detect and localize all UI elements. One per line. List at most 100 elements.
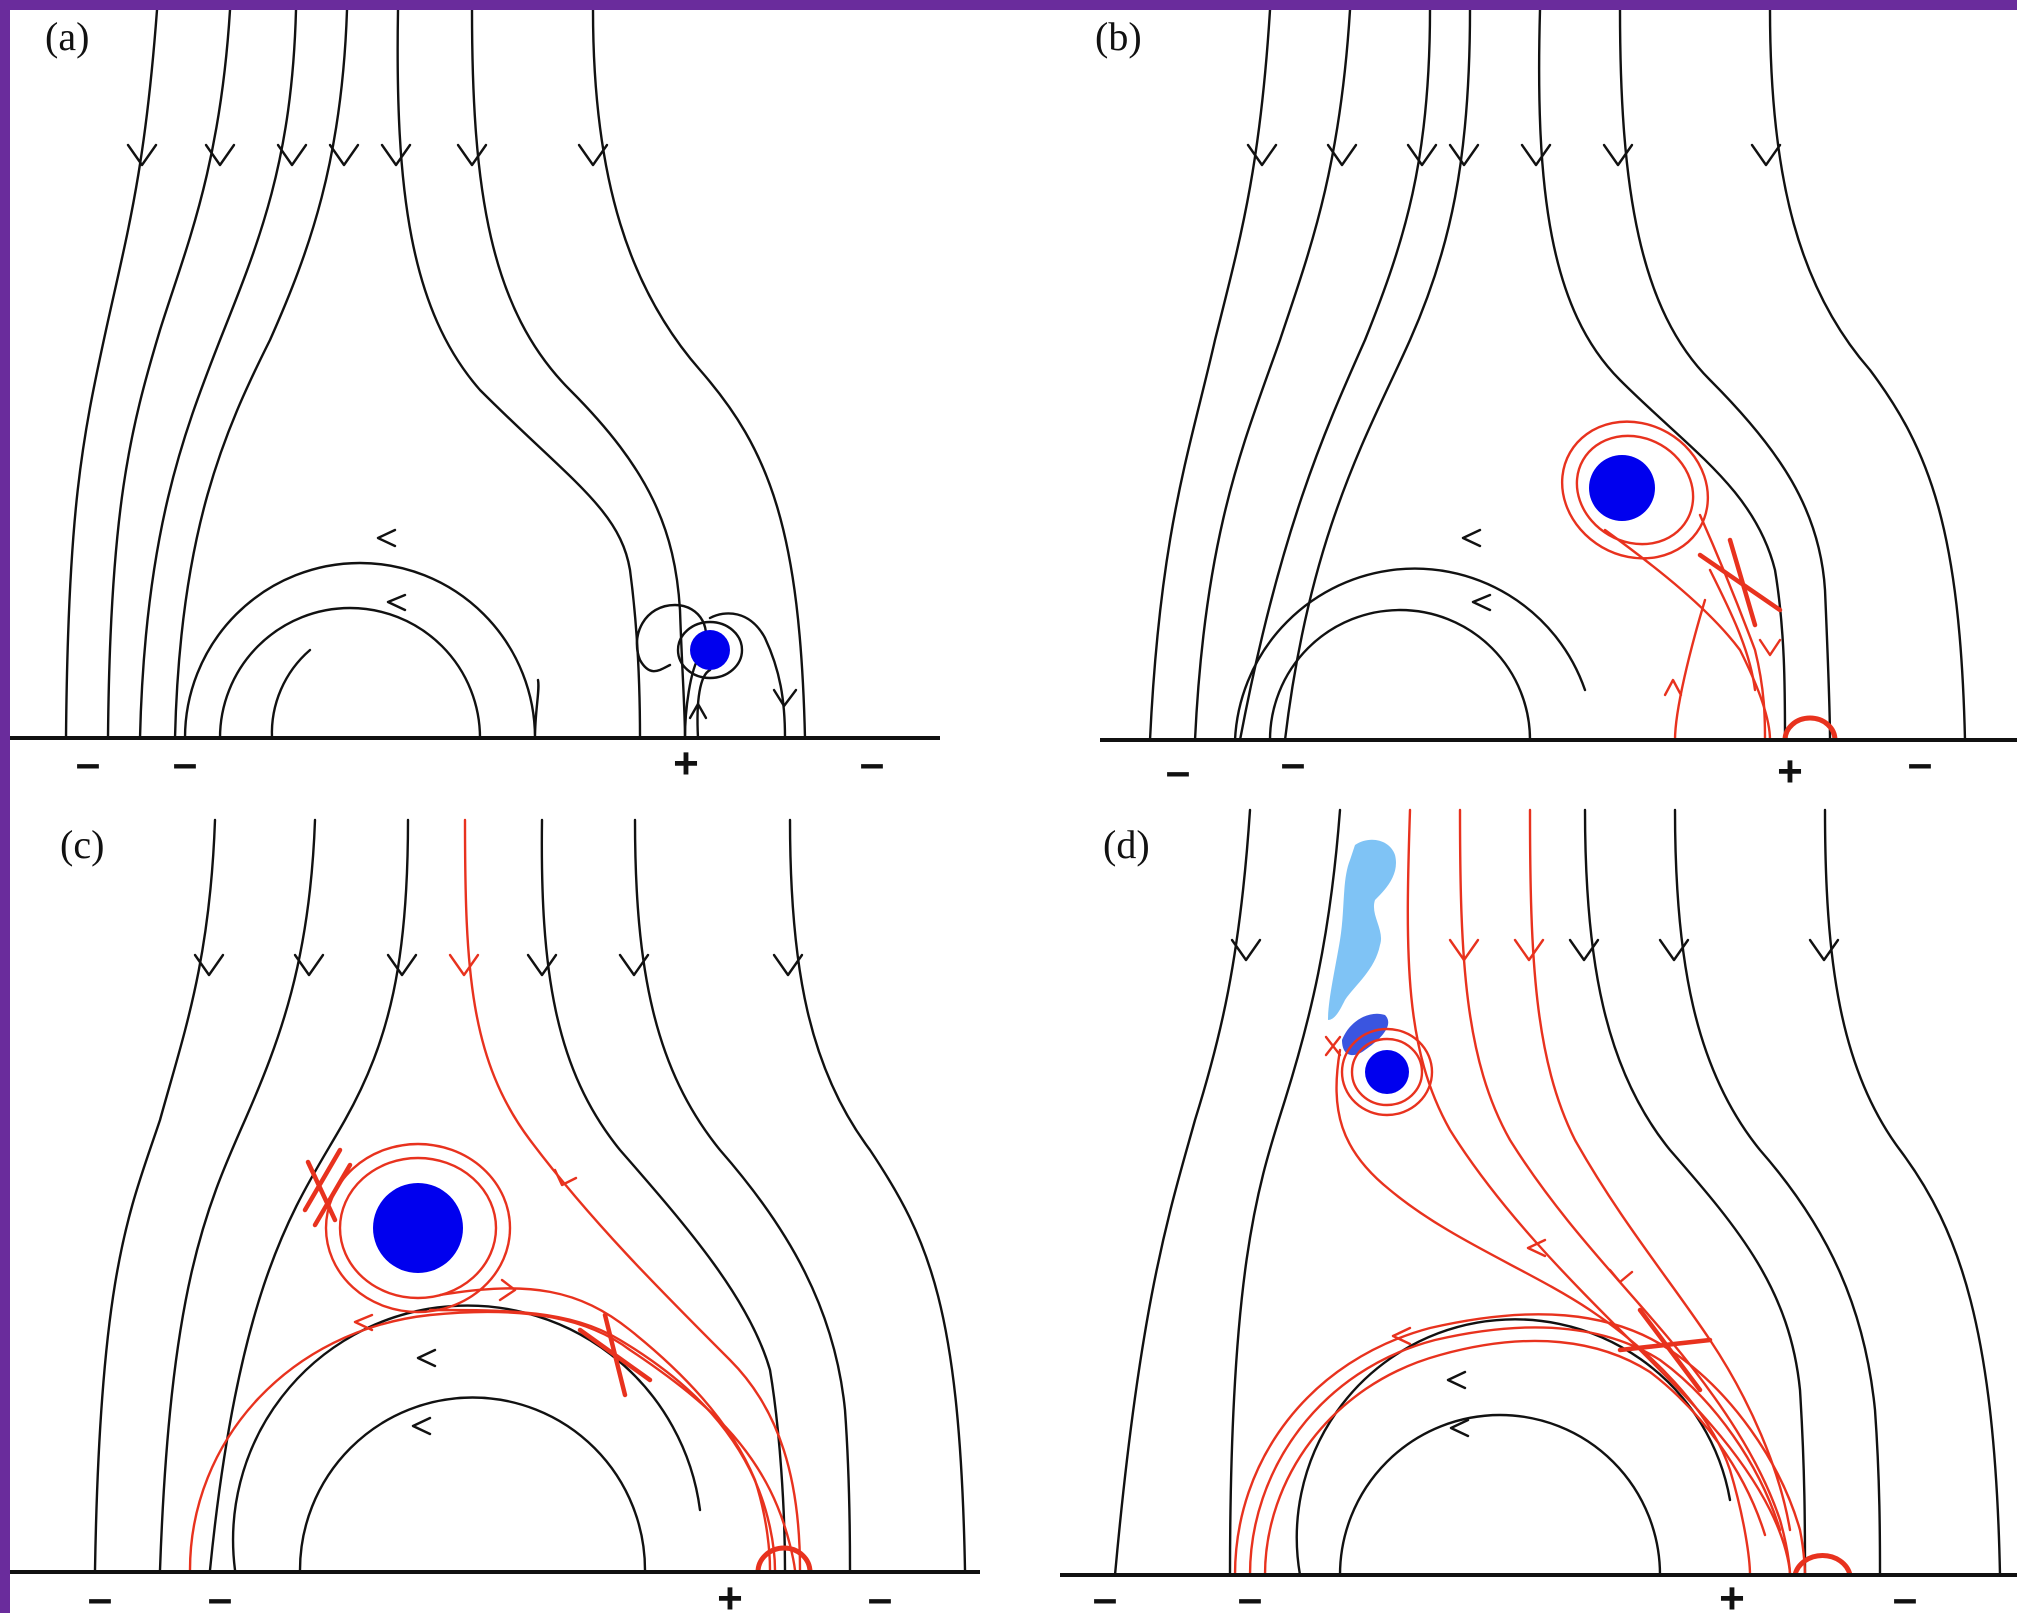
arrow-icon (1520, 143, 1552, 167)
field-line (708, 612, 787, 740)
field-line (173, 10, 349, 740)
reconnected-line (1248, 1326, 1782, 1577)
polarity-sign: + (673, 739, 699, 788)
field-line (138, 10, 298, 740)
flux-rope-loop (324, 1142, 512, 1314)
arrow-icon (1449, 1418, 1470, 1438)
field-line (1537, 10, 1787, 742)
arrow-icon (1471, 593, 1492, 612)
arrow-icon (1448, 143, 1480, 167)
arrow-icon (618, 953, 650, 977)
field-line (470, 10, 687, 740)
polarity-sign: – (1093, 1574, 1117, 1613)
arrow-icon (772, 953, 804, 977)
arrow-icon (1526, 1238, 1547, 1258)
arrow-icon (577, 143, 609, 167)
panel-c-label: (c) (60, 822, 104, 867)
closed-loop (218, 606, 482, 740)
closed-loop (298, 1396, 647, 1572)
field-line (1148, 10, 1272, 742)
flux-rope-loop (1560, 420, 1710, 560)
field-line (591, 10, 807, 740)
panel-d-label: (d) (1103, 822, 1150, 867)
footpoint-arc (1792, 1553, 1853, 1576)
x-point-icon (1324, 1035, 1342, 1057)
arrow-icon (1461, 528, 1482, 548)
figure-canvas: (a) – – + – (10, 10, 2017, 1613)
reconnected-line (1528, 808, 1792, 1532)
polarity-sign: + (1777, 747, 1803, 796)
reconnected-line (1708, 568, 1757, 692)
reconnected-line (1603, 528, 1772, 742)
arrow-icon (1230, 938, 1262, 962)
field-line (93, 818, 217, 1572)
arrow-icon (448, 953, 480, 977)
polarity-sign: – (1238, 1574, 1262, 1613)
flux-rope-loop (1575, 434, 1695, 546)
polarity-sign: – (868, 1574, 892, 1613)
arrow-icon (1391, 1326, 1412, 1346)
panel-a-label: (a) (45, 14, 89, 59)
field-line (1238, 10, 1432, 742)
arrow-icon (353, 1313, 374, 1332)
arrow-icon (1808, 938, 1840, 962)
arrow-icon (1658, 938, 1690, 962)
field-line (106, 10, 232, 740)
field-line (696, 668, 712, 740)
reconnected-line (1263, 1339, 1767, 1577)
arrow-icon (526, 953, 558, 977)
panel-c: (c) – – + – (10, 818, 980, 1613)
polarity-sign: – (76, 739, 100, 788)
panel-b-label: (b) (1095, 14, 1142, 59)
arrow-icon (1758, 638, 1782, 657)
polarity-sign: – (1908, 739, 1932, 788)
field-line (633, 818, 852, 1572)
polarity-sign: + (1719, 1574, 1745, 1613)
reconnected-line (438, 1287, 772, 1572)
field-line (1193, 10, 1352, 742)
closed-loop (1338, 1413, 1662, 1577)
closed-loop (270, 648, 312, 740)
magnetic-field-diagram: (a) – – + – (10, 10, 2017, 1613)
polarity-sign: + (717, 1574, 743, 1613)
arrow-icon (386, 953, 418, 977)
panel-a: (a) – – + – (10, 10, 940, 788)
polarity-sign: – (1281, 739, 1305, 788)
polarity-sign: – (208, 1574, 232, 1613)
arrow-icon (293, 953, 325, 977)
arrow-icon (1750, 143, 1782, 167)
flux-rope-loop (1340, 1027, 1434, 1117)
arrow-icon (688, 702, 708, 720)
footpoint-arc (755, 1545, 813, 1573)
x-point-icon (1617, 1307, 1713, 1393)
arrow-icon (1568, 938, 1600, 962)
field-line (540, 818, 787, 1572)
flux-rope-core (690, 630, 730, 670)
closed-loop (183, 561, 540, 740)
field-line (1768, 10, 1967, 742)
closed-loop (1233, 567, 1587, 742)
reconnected-line (1673, 598, 1707, 742)
ejecta-light (1328, 839, 1396, 1020)
closed-loop (231, 1304, 702, 1572)
flux-rope-core (1365, 1050, 1409, 1094)
arrow-icon (204, 143, 236, 167)
reconnected-line (1698, 513, 1767, 742)
small-loop (635, 603, 708, 740)
x-point-icon (577, 1312, 653, 1398)
arrow-icon (411, 1416, 432, 1436)
arrow-icon (1448, 938, 1480, 962)
field-line (158, 818, 317, 1572)
flux-rope-outline (676, 620, 744, 680)
flux-rope-core (1589, 455, 1655, 521)
arrow-icon (276, 143, 308, 167)
arrow-icon (193, 953, 225, 977)
arrow-icon (386, 593, 407, 612)
arrow-icon (553, 1168, 578, 1187)
field-line (1228, 808, 1342, 1577)
arrow-icon (1663, 678, 1683, 697)
footpoint-arc (1782, 715, 1838, 741)
field-line (396, 10, 642, 740)
reconnected-line (1406, 808, 1792, 1577)
field-line (1583, 808, 1807, 1577)
